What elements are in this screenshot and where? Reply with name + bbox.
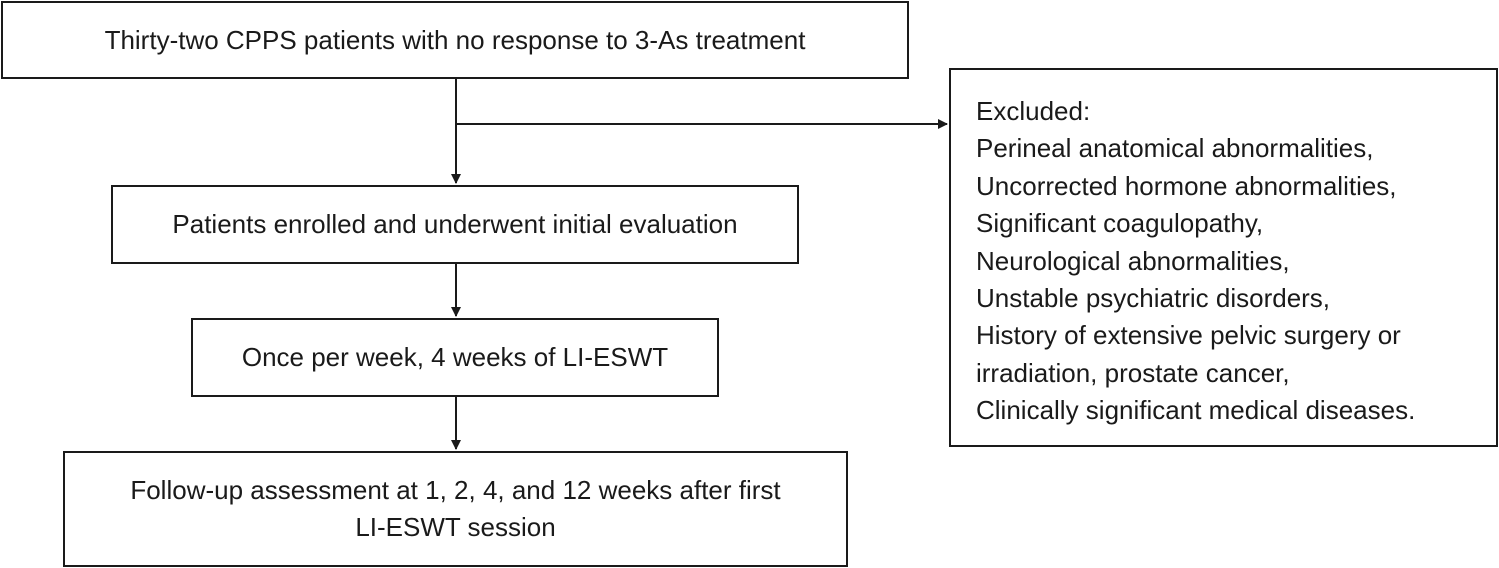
followup-box: Follow-up assessment at 1, 2, 4, and 12 … <box>63 451 848 567</box>
followup-text-line2: LI-ESWT session <box>355 512 556 542</box>
excluded-box: Excluded: Perineal anatomical abnormalit… <box>949 68 1498 447</box>
excluded-item: Perineal anatomical abnormalities, <box>976 133 1374 164</box>
start-text: Thirty-two CPPS patients with no respons… <box>104 24 806 55</box>
enrolled-text: Patients enrolled and underwent initial … <box>172 209 738 239</box>
excluded-heading: Excluded: <box>976 96 1091 126</box>
followup-text-line1: Follow-up assessment at 1, 2, 4, and 12 … <box>130 475 781 505</box>
excluded-criteria-list: Perineal anatomical abnormalities, Uncor… <box>976 130 1496 429</box>
excluded-item: Significant coagulopathy, <box>976 208 1264 239</box>
excluded-item: Neurological abnormalities, <box>976 245 1290 276</box>
treatment-box: Once per week, 4 weeks of LI-ESWT <box>191 318 719 397</box>
excluded-item: History of extensive pelvic surgery or <box>976 320 1401 351</box>
treatment-text: Once per week, 4 weeks of LI-ESWT <box>241 342 669 372</box>
start-box: Thirty-two CPPS patients with no respons… <box>1 1 909 79</box>
excluded-item: Clinically significant medical diseases. <box>976 395 1416 426</box>
excluded-item: irradiation, prostate cancer, <box>976 357 1290 388</box>
enrolled-box: Patients enrolled and underwent initial … <box>111 185 799 264</box>
excluded-item: Unstable psychiatric disorders, <box>976 283 1331 314</box>
excluded-item: Uncorrected hormone abnormalities, <box>976 170 1397 201</box>
